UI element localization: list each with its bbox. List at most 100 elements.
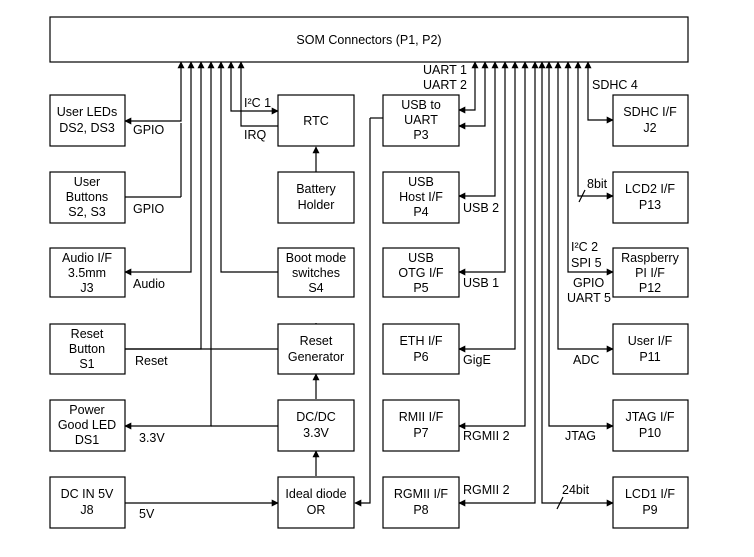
battery-holder-block: Battery Holder [277,171,355,224]
user-leds-line1: User LEDs [57,105,117,119]
label-rgmii2-rgmii: RGMII 2 [463,483,510,497]
rpi-line1: Raspberry [621,251,679,265]
power-led-block: Power Good LED DS1 [49,399,126,452]
reset-gen-line2: Generator [288,350,344,364]
reset-button-line3: S1 [79,357,94,371]
som-connectors-title: SOM Connectors (P1, P2) [296,33,441,47]
jtag-line2: P10 [639,426,661,440]
user-buttons-line2: Buttons [66,190,108,204]
reset-gen-line1: Reset [300,334,333,348]
connection-wires [124,61,614,510]
dcdc-line1: DC/DC [296,410,336,424]
jtag-block: JTAG I/F P10 [612,399,689,452]
rgmii-line1: RGMII I/F [394,487,449,501]
usb-host-line1: USB [408,175,434,189]
audio-line2: 3.5mm [68,266,106,280]
raspberry-pi-block: Raspberry PI I/F P12 [612,247,689,298]
lcd1-line1: LCD1 I/F [625,487,675,501]
usb-host-line2: Host I/F [399,190,443,204]
eth-line2: P6 [413,350,428,364]
reset-button-block: Reset Button S1 [49,323,126,375]
boot-mode-line2: switches [292,266,340,280]
sdhc-line1: SDHC I/F [623,105,677,119]
usb-otg-line2: OTG I/F [398,266,444,280]
dc-in-block: DC IN 5V J8 [49,476,126,529]
power-led-line1: Power [69,403,104,417]
reset-button-line1: Reset [71,327,104,341]
lcd1-block: LCD1 I/F P9 [612,476,689,529]
label-i2c1: I²C 1 [244,96,271,110]
label-usb2: USB 2 [463,201,499,215]
reset-generator-block: Reset Generator [277,323,355,375]
dcdc-line2: 3.3V [303,426,329,440]
label-usb1: USB 1 [463,276,499,290]
boot-mode-line3: S4 [308,281,323,295]
dc-in-line1: DC IN 5V [61,487,114,501]
sdhc-line2: J2 [643,121,656,135]
label-3v3: 3.3V [139,431,165,445]
label-jtag: JTAG [565,429,596,443]
usb-otg-block: USB OTG I/F P5 [382,247,460,298]
usb-otg-line3: P5 [413,281,428,295]
rtc-block: RTC [277,94,355,147]
label-irq: IRQ [244,128,267,142]
rmii-line2: P7 [413,426,428,440]
boot-mode-line1: Boot mode [286,251,347,265]
audio-block: Audio I/F 3.5mm J3 [49,247,126,298]
label-gige: GigE [463,353,491,367]
usb-uart-line1: USB to [401,98,441,112]
power-led-line3: DS1 [75,433,99,447]
user-if-block: User I/F P11 [612,323,689,375]
label-reset: Reset [135,354,168,368]
dcdc-block: DC/DC 3.3V [277,399,355,452]
sdhc-block: SDHC I/F J2 [612,94,689,147]
label-24bit: 24bit [562,483,590,497]
wire-labels: GPIO GPIO Audio Reset 3.3V 5V I²C 1 IRQ … [133,63,638,521]
usb-host-block: USB Host I/F P4 [382,171,460,224]
label-i2c2: I²C 2 [571,240,598,254]
user-buttons-line1: User [74,175,100,189]
label-uart5: UART 5 [567,291,611,305]
jtag-line1: JTAG I/F [625,410,674,424]
lcd2-block: LCD2 I/F P13 [612,171,689,224]
dc-in-line2: J8 [80,503,93,517]
usb-otg-line1: USB [408,251,434,265]
user-leds-block: User LEDs DS2, DS3 [49,94,126,147]
som-connectors-box: SOM Connectors (P1, P2) [49,16,689,63]
battery-line1: Battery [296,182,336,196]
rmii-block: RMII I/F P7 [382,399,460,452]
rmii-line1: RMII I/F [399,410,444,424]
label-gpio-leds: GPIO [133,123,165,137]
reset-button-line2: Button [69,342,105,356]
label-audio: Audio [133,277,165,291]
eth-line1: ETH I/F [399,334,442,348]
label-gpio-buttons: GPIO [133,202,165,216]
user-if-line2: P11 [639,350,660,364]
lcd1-line2: P9 [642,503,657,517]
usb-host-line3: P4 [413,205,428,219]
eth-block: ETH I/F P6 [382,323,460,375]
audio-line3: J3 [80,281,93,295]
lcd2-line1: LCD2 I/F [625,182,675,196]
label-sdhc4: SDHC 4 [592,78,638,92]
battery-line2: Holder [298,198,335,212]
lcd2-line2: P13 [639,198,661,212]
label-5v: 5V [139,507,155,521]
label-uart1: UART 1 [423,63,467,77]
rtc-label: RTC [303,114,328,128]
ideal-diode-line2: OR [307,503,326,517]
label-gpio-rpi: GPIO [573,276,605,290]
audio-line1: Audio I/F [62,251,112,265]
label-rgmii2-rmii: RGMII 2 [463,429,510,443]
user-if-line1: User I/F [628,334,673,348]
rgmii-block: RGMII I/F P8 [382,476,460,529]
boot-mode-block: Boot mode switches S4 [277,247,355,298]
usb-uart-block: USB to UART P3 [382,94,460,147]
label-adc: ADC [573,353,599,367]
label-8bit: 8bit [587,177,608,191]
rpi-line3: P12 [639,281,661,295]
usb-uart-line3: P3 [413,128,428,142]
user-buttons-block: User Buttons S2, S3 [49,171,126,224]
power-led-line2: Good LED [58,418,116,432]
